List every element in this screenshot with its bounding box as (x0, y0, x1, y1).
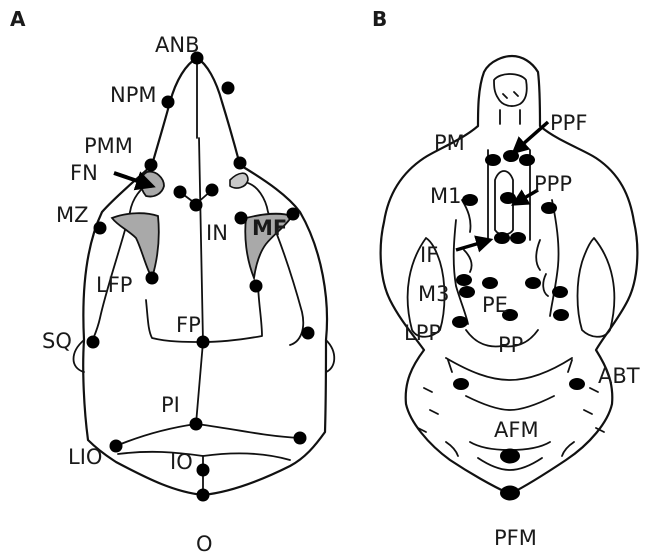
landmark-ppp (500, 192, 516, 204)
label-pe: PE (482, 293, 508, 317)
landmark-npm-left (162, 96, 175, 109)
landmark-mz-left (94, 222, 107, 235)
label-abt: ABT (598, 364, 640, 388)
lfp-left-region (112, 213, 159, 278)
label-lpp: LPP (404, 321, 441, 345)
landmark-afm (500, 449, 520, 464)
landmark-pi (190, 418, 203, 431)
panel-b-letter: B (372, 7, 387, 31)
panel-a-labels: ANB NPM PMM FN MZ IN MF LFP FP SQ PI LIO… (42, 33, 287, 555)
landmark-pfm (500, 486, 520, 501)
label-io: IO (170, 450, 193, 474)
label-npm: NPM (110, 83, 157, 107)
landmark-if-left (494, 232, 510, 244)
label-pfm: PFM (494, 526, 537, 550)
label-pp: PP (498, 333, 523, 357)
landmark-sq-left (87, 336, 100, 349)
label-m3: M3 (418, 282, 449, 306)
label-o: O (196, 532, 213, 555)
landmark-o (197, 489, 210, 502)
landmark-pmm-left (145, 159, 158, 172)
label-mf: MF (252, 216, 287, 240)
label-lfp: LFP (96, 273, 132, 297)
label-lio: LIO (68, 445, 102, 469)
label-in: IN (206, 221, 228, 245)
landmark-m3-lower-left (459, 286, 475, 298)
landmark-npm-right (222, 82, 235, 95)
label-pmm: PMM (84, 134, 133, 158)
landmark-lfp-right (250, 280, 263, 293)
label-ppf: PPF (550, 111, 587, 135)
panel-b: B (372, 7, 640, 550)
landmark-lio-left (110, 440, 123, 453)
landmark-lio-right (294, 432, 307, 445)
landmark-pp-left (453, 378, 469, 390)
label-pi: PI (161, 393, 180, 417)
label-pm: PM (434, 131, 465, 155)
label-afm: AFM (494, 418, 539, 442)
panel-a-letter: A (10, 7, 26, 31)
ppf-arrow (514, 122, 548, 152)
landmark-m3-inner-left (482, 277, 498, 289)
label-ppp: PPP (534, 172, 572, 196)
landmark-lpp-left (452, 316, 468, 328)
landmark-io (197, 464, 210, 477)
landmark-mf (235, 212, 248, 225)
landmark-if-right (510, 232, 526, 244)
label-fn: FN (70, 161, 98, 185)
landmark-fn-right (206, 184, 219, 197)
label-fp: FP (176, 313, 201, 337)
landmark-pm-left (485, 154, 501, 166)
landmark-pm-right (519, 154, 535, 166)
pmm-right-region (230, 173, 248, 188)
label-mz: MZ (56, 203, 89, 227)
panel-b-labels: PM PPF M1 PPP IF M3 PE LPP PP ABT AFM PF… (404, 111, 640, 550)
landmark-pmm-right (234, 157, 247, 170)
label-m1: M1 (430, 184, 461, 208)
landmark-sq-right (302, 327, 315, 340)
landmark-fp (197, 336, 210, 349)
landmark-mz-right (287, 208, 300, 221)
landmark-m3-left (456, 274, 472, 286)
landmark-lfp-left (146, 272, 159, 285)
panel-a: A (10, 7, 334, 555)
landmark-m3-right (552, 286, 568, 298)
landmark-lpp-right (553, 309, 569, 321)
label-sq: SQ (42, 329, 72, 353)
label-if: IF (420, 243, 438, 267)
label-anb: ANB (155, 33, 199, 57)
landmark-m1-left (462, 194, 478, 206)
landmark-m3-inner-right (525, 277, 541, 289)
landmark-abt (569, 378, 585, 390)
if-arrow (456, 240, 490, 250)
landmark-m1-right (541, 202, 557, 214)
landmark-in (190, 199, 203, 212)
landmark-fn-left (174, 186, 187, 199)
